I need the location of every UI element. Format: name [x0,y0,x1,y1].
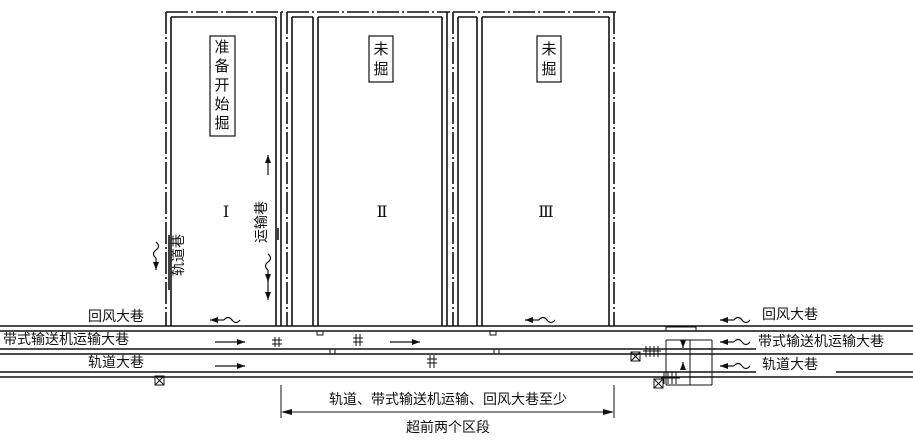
status-char: 未 [541,40,556,58]
status-char: 未 [373,40,388,58]
right-return-air-label: 回风大巷 [762,307,818,323]
right-belt-label: 带式输送机运输大巷 [758,334,884,350]
panel-II [286,11,450,326]
status-char: 掘 [214,114,229,132]
panel-I-numeral: Ⅰ [223,202,229,221]
left-belt-label: 带式输送机运输大巷 [3,332,129,348]
left-return-air-label: 回风大巷 [88,309,144,325]
return-air-arrow-icon [720,362,751,370]
dimension-line-2: 超前两个区段 [406,419,490,436]
flow-arrow-icon [265,155,271,175]
haulage-gate-label: 运输巷 [254,201,270,243]
flow-arrows [152,155,751,370]
return-air-arrow-icon [720,316,751,324]
flow-arrow-icon [215,339,245,345]
flow-arrow-icon [680,340,686,348]
panel-III-status: 未 掘 [536,35,562,83]
panel-II-numeral: Ⅱ [377,202,388,221]
right-track-label: 轨道大巷 [762,357,818,373]
panel-III-numeral: Ⅲ [538,202,553,221]
status-char: 备 [214,57,229,75]
equipment-symbols [154,228,680,389]
return-air-arrow-icon [525,316,556,324]
flow-arrow-icon [390,339,420,345]
return-air-arrow-icon [210,316,241,324]
panel-II-status: 未 掘 [368,35,394,83]
status-char: 开 [214,76,229,94]
status-char: 始 [214,95,229,113]
transfer-point-icon [353,334,363,346]
left-track-label: 轨道大巷 [88,355,144,371]
transfer-point-icon [272,337,282,347]
transfer-point-icon [643,346,661,357]
panel-III [452,11,616,326]
transfer-point-icon [427,355,437,368]
flow-arrow-icon [680,362,686,370]
status-char: 掘 [373,60,388,78]
advance-dimension: 轨道、带式输送机运输、回风大巷至少 超前两个区段 [280,385,615,436]
flow-arrow-icon [215,363,245,369]
return-air-arrow-icon [152,241,160,270]
panel-I [165,11,285,326]
ventilation-door-icon [630,351,641,362]
status-char: 准 [214,38,229,56]
status-char: 掘 [541,60,556,78]
flow-arrow-icon [265,280,271,300]
transfer-point-icon [661,372,680,384]
dimension-line-1: 轨道、带式输送机运输、回风大巷至少 [329,392,567,408]
track-gate-label: 轨道巷 [171,234,187,276]
return-air-arrow-icon [720,338,751,346]
ventilation-door-icon [653,378,664,389]
panel-I-status: 准 备 开 始 掘 [209,35,236,137]
return-air-arrow-icon [264,253,272,282]
ventilation-door-icon [154,375,165,386]
